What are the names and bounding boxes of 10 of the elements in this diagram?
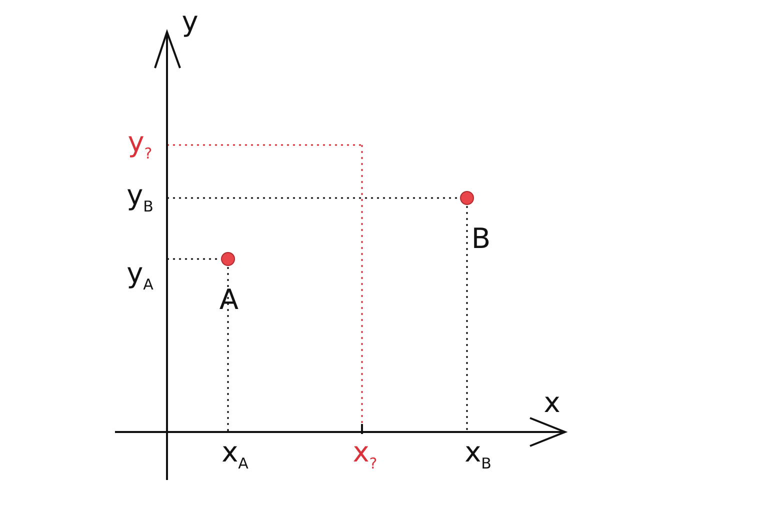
axis-value-label: y$_{?}$ — [128, 128, 152, 162]
point-label: B — [471, 225, 491, 253]
axis-value-label: x$_{A}$ — [222, 438, 248, 472]
axis-label: y — [182, 8, 198, 36]
axis-label: x — [544, 389, 560, 417]
axis-value-label: y$_{B}$ — [126, 182, 154, 214]
axis-value-label: y$_{A}$ — [126, 260, 154, 292]
point-label: A — [219, 286, 239, 314]
axis-value-label: x$_{?}$ — [352, 438, 378, 472]
axis-value-label: x$_{B}$ — [464, 438, 492, 472]
